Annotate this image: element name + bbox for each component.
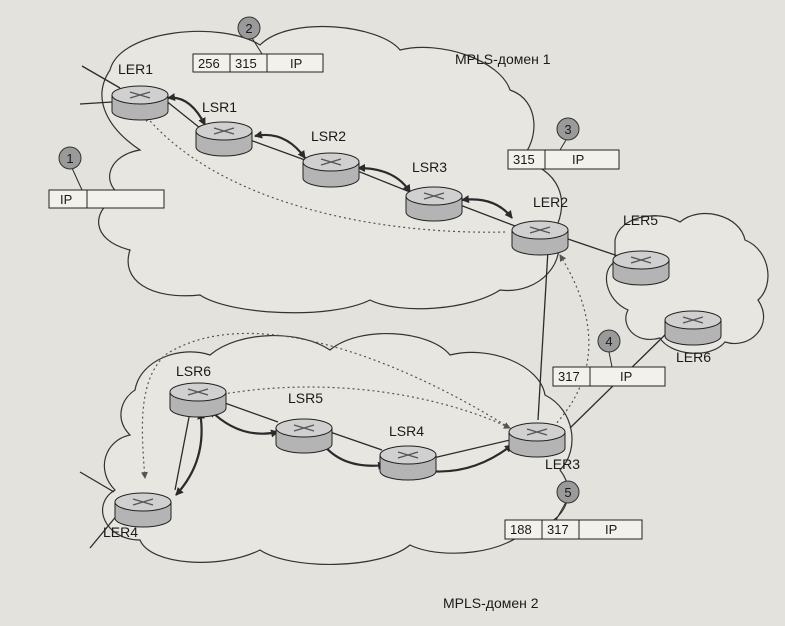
step-5-number: 5 — [564, 485, 571, 500]
router-arrows-icon — [630, 256, 652, 264]
ler5-label: LER5 — [623, 212, 658, 228]
lsr4-label: LSR4 — [389, 423, 424, 439]
ler1-label: LER1 — [118, 61, 153, 77]
router-arrows-icon — [187, 388, 209, 396]
router-ler3 — [508, 422, 566, 458]
step-2-number: 2 — [245, 21, 252, 36]
step-5-badge — [556, 480, 580, 504]
router-ler4 — [114, 492, 172, 528]
domain-2-label: MPLS-домен 2 — [443, 595, 539, 611]
packet-1: IP — [48, 189, 165, 209]
packet-4: 317 IP — [552, 366, 666, 387]
router-lsr5 — [275, 418, 333, 454]
router-arrows-icon — [682, 316, 704, 324]
lsr6-label: LSR6 — [176, 363, 211, 379]
router-lsr4 — [379, 445, 437, 481]
packet-3-field-ip: IP — [572, 152, 584, 167]
step-3-number: 3 — [564, 122, 571, 137]
ler5-ler6-cloud — [605, 213, 769, 354]
packet-2-field-ip: IP — [290, 56, 302, 71]
router-arrows-icon — [397, 451, 419, 459]
router-ler5 — [612, 250, 670, 286]
lsr2-label: LSR2 — [311, 128, 346, 144]
router-lsr6 — [169, 382, 227, 418]
router-lsr3 — [405, 186, 463, 222]
router-arrows-icon — [423, 192, 445, 200]
step-badges: 2 1 3 4 5 — [58, 16, 621, 521]
router-ler1 — [111, 85, 169, 121]
packet-4-field-label: 317 — [558, 369, 580, 384]
packet-2-field-label-1: 256 — [198, 56, 220, 71]
packet-5-field-label-1: 188 — [510, 522, 532, 537]
ler3-label: LER3 — [545, 456, 580, 472]
packet-2-field-label-2: 315 — [235, 56, 257, 71]
ler6-label: LER6 — [676, 349, 711, 365]
router-arrows-icon — [529, 226, 551, 234]
step-4-badge — [597, 329, 621, 353]
step-3-badge — [556, 117, 580, 141]
step-2-badge — [237, 16, 261, 40]
router-ler6 — [664, 310, 722, 346]
packet-5: 188 317 IP — [504, 519, 643, 540]
packet-3: 315 IP — [507, 149, 620, 170]
ler4-label: LER4 — [103, 524, 138, 540]
router-arrows-icon — [320, 158, 342, 166]
step-4-number: 4 — [605, 334, 612, 349]
lsr5-label: LSR5 — [288, 390, 323, 406]
lsr3-label: LSR3 — [412, 159, 447, 175]
router-arrows-icon — [129, 91, 151, 99]
router-arrows-icon — [526, 428, 548, 436]
packet-4-field-ip: IP — [620, 369, 632, 384]
packet-3-field-label: 315 — [513, 152, 535, 167]
ler2-label: LER2 — [533, 194, 568, 210]
packet-5-field-label-2: 317 — [547, 522, 569, 537]
lsr1-label: LSR1 — [202, 99, 237, 115]
router-arrows-icon — [132, 498, 154, 506]
step-1-badge — [58, 146, 82, 170]
domain-1-label: MPLS-домен 1 — [455, 51, 551, 67]
router-arrows-icon — [213, 127, 235, 135]
router-ler2 — [511, 220, 569, 256]
packet-1-field-ip: IP — [60, 192, 72, 207]
packet-2: 256 315 IP — [192, 53, 324, 73]
router-lsr2 — [302, 152, 360, 188]
mpls-domain-2-cloud — [102, 333, 573, 566]
step-1-number: 1 — [66, 151, 73, 166]
router-lsr1 — [195, 121, 253, 157]
router-arrows-icon — [293, 424, 315, 432]
packet-5-field-ip: IP — [605, 522, 617, 537]
dotted-paths — [140, 114, 590, 479]
